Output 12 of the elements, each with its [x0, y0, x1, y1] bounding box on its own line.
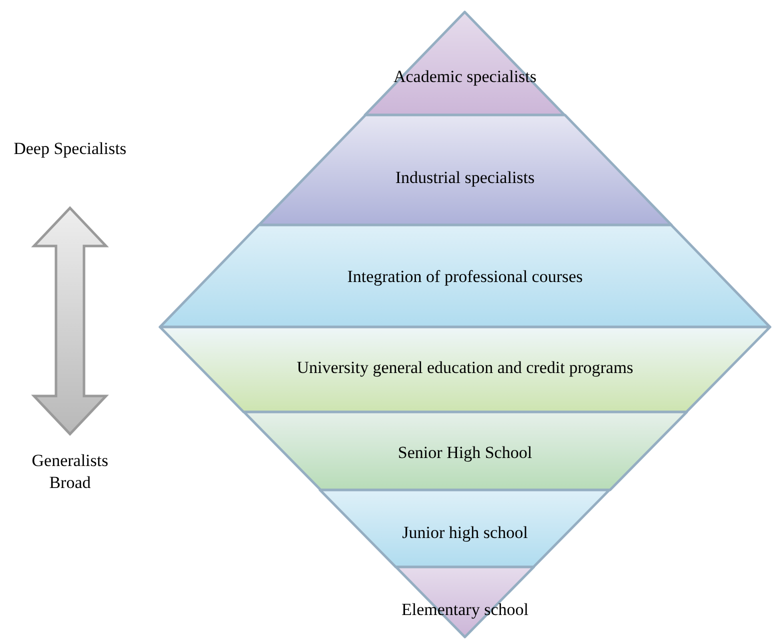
axis-label: Generalists Broad [30, 450, 110, 494]
pyramid-tier [160, 225, 770, 327]
tier-label: Junior high school [402, 523, 528, 543]
tier-label: Industrial specialists [395, 168, 535, 188]
tier-label: Academic specialists [393, 67, 536, 87]
pyramid-tier [244, 412, 686, 490]
tier-label: Elementary school [401, 600, 528, 620]
pyramid-tier [160, 327, 770, 412]
axis-label: Deep Specialists [12, 138, 128, 160]
tier-label: Integration of professional courses [347, 267, 583, 287]
tier-label: Senior High School [398, 443, 532, 463]
tier-label: University general education and credit programs [296, 358, 634, 378]
